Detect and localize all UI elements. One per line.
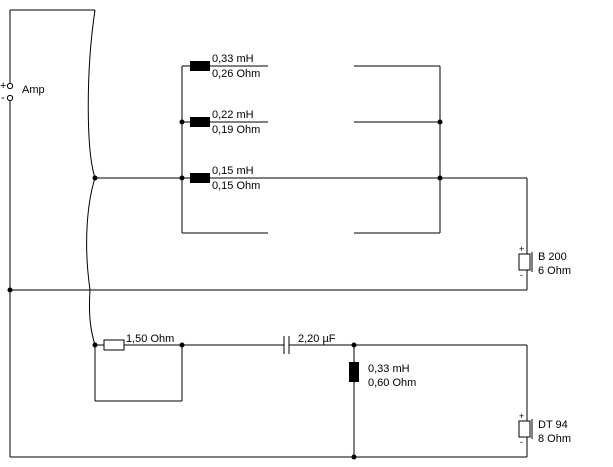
tweeter-impedance: 8 Ohm <box>538 433 571 445</box>
woofer-coil-2 <box>190 117 210 127</box>
capacitor-value: 2,20 µF <box>298 333 336 345</box>
amp-plus-terminal <box>6 82 14 90</box>
amp-minus-sign: - <box>1 92 5 104</box>
tweeter-coil-inductance: 0,33 mH <box>368 363 410 375</box>
junction-dot <box>437 175 443 181</box>
junction-dot <box>7 287 13 293</box>
tweeter-branch: 1,50 Ohm 2,20 µF 0,33 mH 0,60 Ohm + - DT… <box>92 333 571 460</box>
woofer-branch: 0,33 mH 0,26 Ohm 0,22 mH 0,19 Ohm 0,15 m… <box>92 53 571 290</box>
amp-plus-sign: + <box>0 80 6 92</box>
amp-minus-terminal <box>6 94 14 102</box>
coil-3-resistance: 0,15 Ohm <box>212 180 260 192</box>
coil-1-resistance: 0,26 Ohm <box>212 68 260 80</box>
coil-2-inductance: 0,22 mH <box>212 109 254 121</box>
junction-dot <box>92 342 98 348</box>
junction-dot <box>437 119 443 125</box>
woofer-impedance: 6 Ohm <box>538 265 571 277</box>
junction-dot <box>179 342 185 348</box>
coil-3-inductance: 0,15 mH <box>212 165 254 177</box>
woofer-minus-sign: - <box>520 270 523 280</box>
woofer-coil-3 <box>190 173 210 183</box>
tweeter-resistor <box>103 339 125 351</box>
tweeter-coil-resistance: 0,60 Ohm <box>368 377 416 389</box>
junction-dot <box>179 119 185 125</box>
woofer-plus-sign: + <box>519 244 524 254</box>
break-line <box>86 9 96 346</box>
tweeter-minus-sign: - <box>520 437 523 447</box>
coil-2-resistance: 0,19 Ohm <box>212 124 260 136</box>
woofer-model: B 200 <box>538 251 567 263</box>
junction-dot <box>92 175 98 181</box>
coil-1-inductance: 0,33 mH <box>212 53 254 65</box>
amplifier-input: + - Amp <box>0 9 95 457</box>
junction-dot <box>179 175 185 181</box>
tweeter-model: DT 94 <box>538 419 568 431</box>
resistor-value: 1,50 Ohm <box>126 333 174 345</box>
tweeter-speaker-icon <box>518 420 531 438</box>
tweeter-plus-sign: + <box>519 411 524 421</box>
tweeter-coil <box>349 362 359 382</box>
amp-label: Amp <box>22 84 45 96</box>
woofer-coil-1 <box>190 61 210 71</box>
woofer-speaker-icon <box>518 253 531 271</box>
